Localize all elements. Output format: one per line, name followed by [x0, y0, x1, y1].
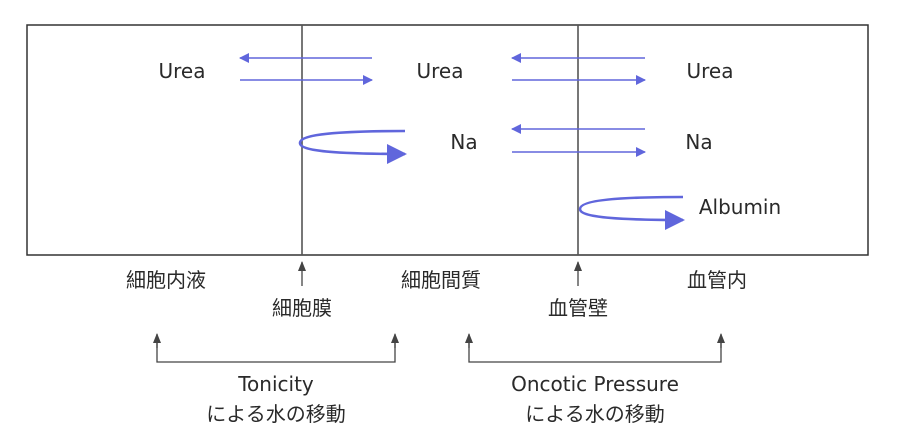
- oncotic-title: Oncotic Pressure: [511, 372, 679, 396]
- tonicity-title: Tonicity: [237, 372, 314, 396]
- na-interstitial-label: Na: [450, 130, 477, 154]
- na-reflection-arrow-cell-membrane: [298, 129, 407, 164]
- oncotic-subtitle: による水の移動: [525, 402, 664, 426]
- intracellular-fluid-label: 細胞内液: [126, 268, 206, 292]
- oncotic-bracket: [468, 340, 722, 363]
- vessel-wall-label: 血管壁: [548, 296, 608, 320]
- albumin-label: Albumin: [699, 195, 781, 219]
- albumin-reflection-arrow-vessel-wall: [578, 195, 685, 230]
- compartment-frame: [26, 24, 869, 256]
- tonicity-subtitle: による水の移動: [206, 402, 345, 426]
- urea-intravascular-label: Urea: [687, 59, 734, 83]
- tonicity-bracket: [156, 340, 396, 363]
- intravascular-label: 血管内: [687, 268, 747, 292]
- urea-interstitial-label: Urea: [417, 59, 464, 83]
- cell-membrane-label: 細胞膜: [272, 296, 332, 320]
- urea-intracellular-label: Urea: [159, 59, 206, 83]
- na-intravascular-label: Na: [685, 130, 712, 154]
- interstitial-label: 細胞間質: [401, 268, 481, 292]
